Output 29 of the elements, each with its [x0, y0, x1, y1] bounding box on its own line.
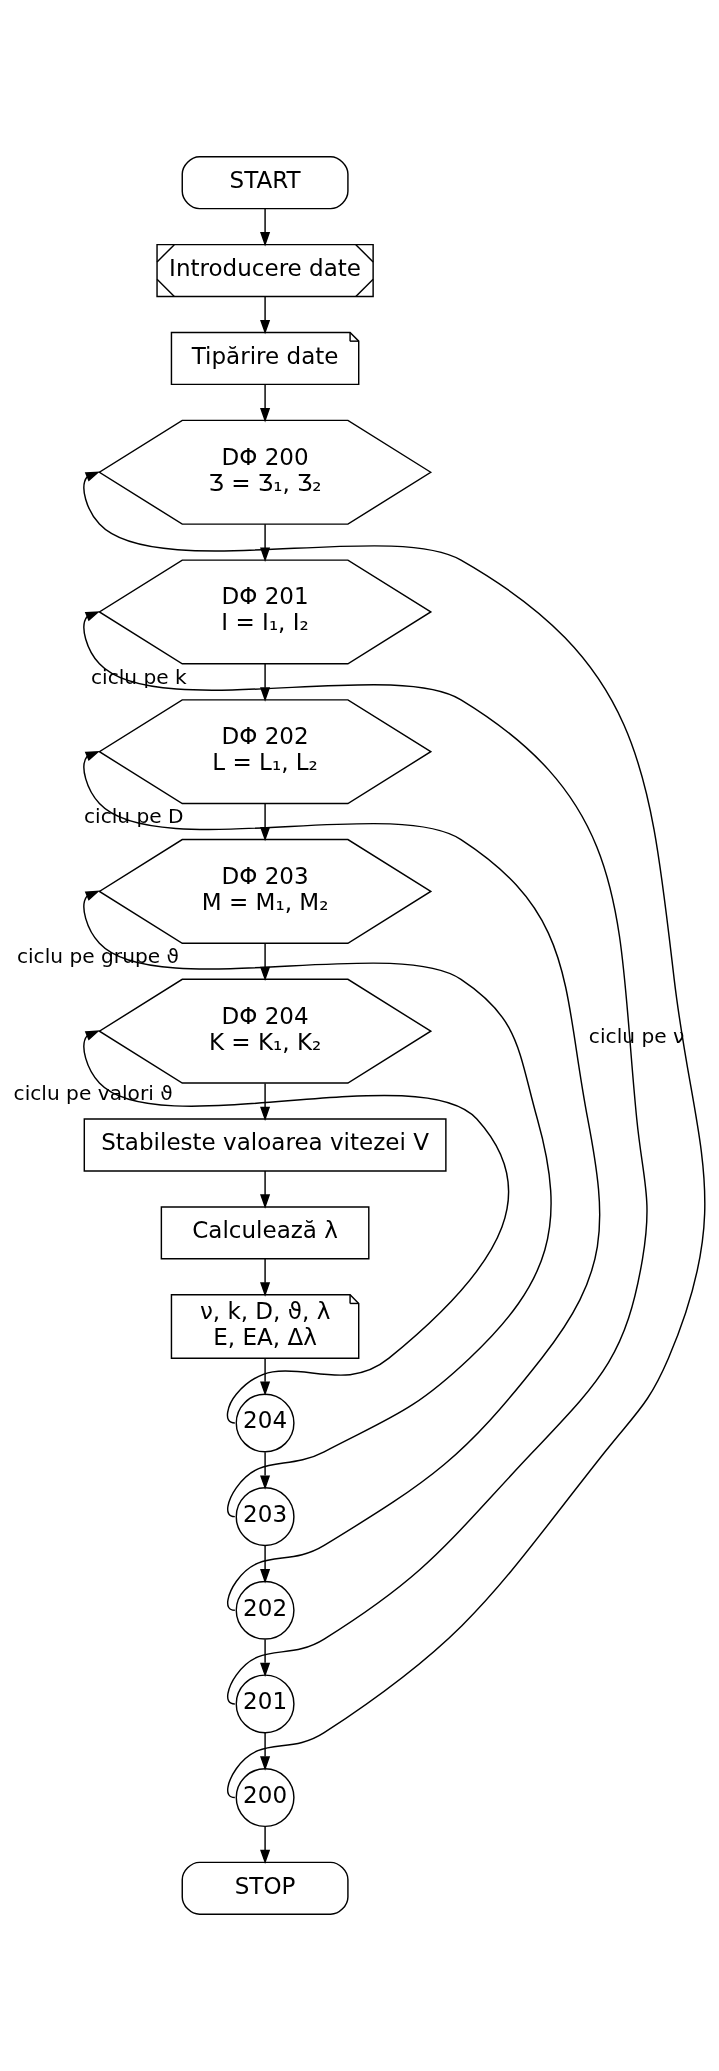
arrow: [260, 208, 271, 247]
arrow: [260, 1826, 271, 1865]
arrow: [260, 1082, 271, 1122]
arrow: [260, 1732, 271, 1771]
arrow: [83, 611, 648, 1705]
arrow: [260, 523, 271, 562]
node-box: Calculează λ: [160, 1206, 370, 1260]
arrow: [260, 1545, 271, 1584]
arrow: [83, 890, 552, 1518]
node-box: START: [181, 156, 349, 210]
arrow: [83, 1030, 510, 1424]
arrow: [83, 471, 706, 1799]
arrow: [260, 1357, 271, 1396]
node-circle: 202: [235, 1580, 295, 1640]
node-circle: 200: [235, 1768, 295, 1828]
arrow: [260, 663, 271, 702]
arrow: [260, 1451, 271, 1490]
node-circle: 204: [235, 1393, 295, 1453]
arrow: [260, 295, 271, 335]
edge-label: ciclu pe D: [83, 804, 184, 829]
node-box: Stabileste valoarea vitezei V: [83, 1118, 447, 1172]
arrow: [260, 1258, 271, 1297]
arrow: [260, 383, 271, 423]
node-circle: 203: [235, 1487, 295, 1547]
arrow: [83, 750, 601, 1611]
arrow: [260, 1638, 271, 1678]
arrow: [260, 1170, 271, 1209]
node-circle: 201: [235, 1674, 295, 1734]
node-box: STOP: [181, 1861, 349, 1915]
